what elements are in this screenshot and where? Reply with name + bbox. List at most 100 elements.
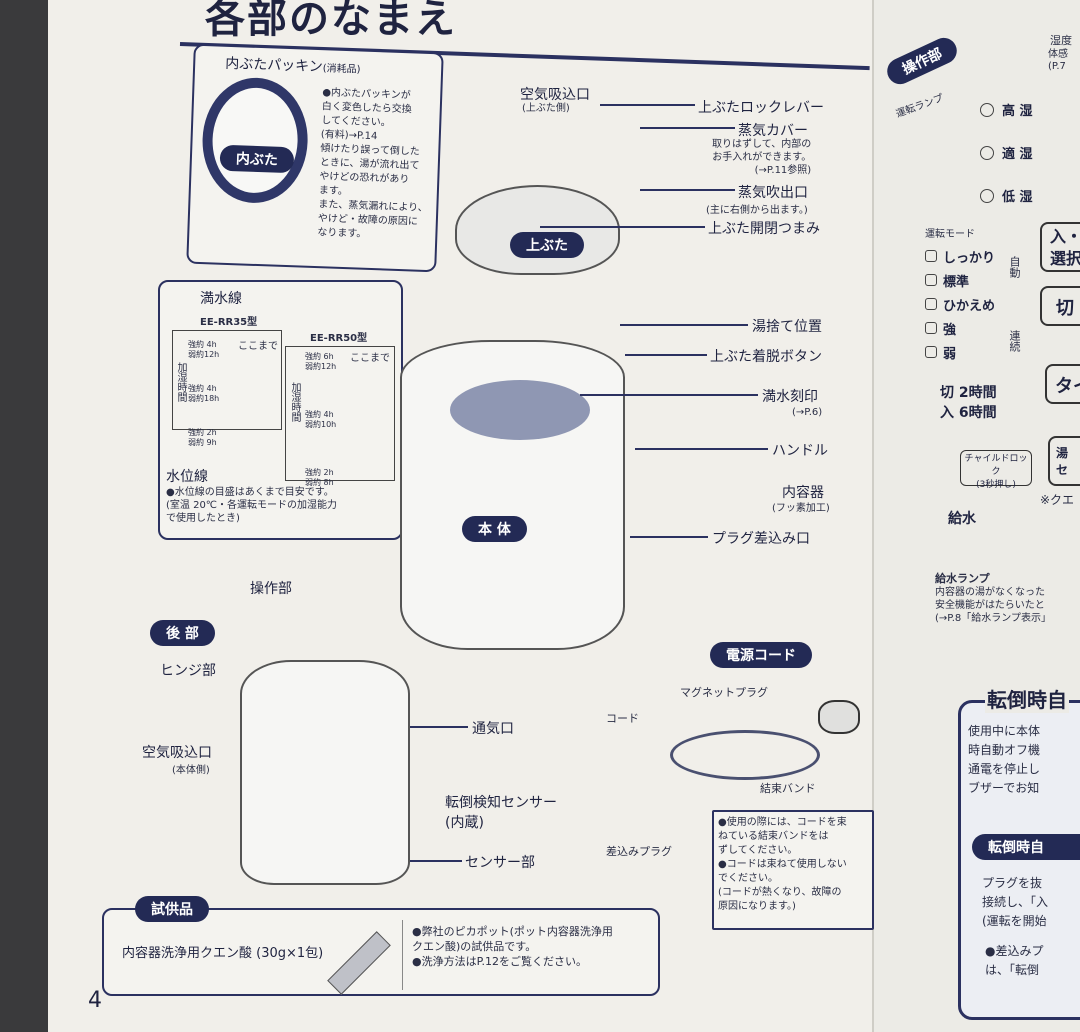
tip-over-sub-text: プラグを抜接続し、「入(運転を開始 bbox=[982, 874, 1048, 931]
text-line: 時自動オフ機 bbox=[968, 743, 1041, 757]
humidity-set-button[interactable]: 湯セ bbox=[1048, 436, 1080, 486]
water-lamp-label: 給水ランプ bbox=[935, 572, 990, 585]
note-line: 内容器の湯がなくなった bbox=[935, 587, 1045, 598]
note-line: ねている結束バンドをは bbox=[718, 831, 829, 842]
leader-line bbox=[410, 726, 468, 728]
model-35-panel bbox=[172, 330, 282, 430]
vent-label: 通気口 bbox=[472, 721, 514, 737]
handle-label: ハンドル bbox=[772, 443, 828, 459]
sample-notes: ●弊社のピカポット(ポット内容器洗浄用クエン酸)の試供品です。●洗浄方法はP.1… bbox=[412, 924, 613, 969]
humidity-level: 高 湿 bbox=[980, 100, 1033, 119]
mode-label: 標準 bbox=[943, 274, 970, 290]
note-line: ●コードは束ねて使用しない bbox=[718, 859, 847, 870]
sample-item: 内容器洗浄用クエン酸 (30g×1包) bbox=[122, 946, 324, 961]
note-line: 安全機能がはたらいたと bbox=[935, 600, 1045, 611]
plug-label: 差込みプラグ bbox=[606, 845, 672, 858]
timer-button[interactable]: タイ bbox=[1045, 364, 1080, 404]
humidity-level: 低 湿 bbox=[980, 186, 1033, 205]
note-line: 取りはずして、内部の bbox=[712, 139, 812, 150]
time-value: 強約 4h bbox=[305, 410, 334, 419]
main-body-illustration bbox=[400, 340, 625, 650]
time-value: 弱約12h bbox=[188, 350, 220, 359]
inner-lid-illustration bbox=[200, 76, 310, 205]
inner-container-illustration bbox=[450, 380, 590, 440]
mode-label: しっかり bbox=[943, 250, 996, 266]
air-intake-lid-note: (上ぶた側) bbox=[522, 103, 570, 114]
rear-air-intake-note: (本体側) bbox=[172, 765, 210, 776]
steam-cover-note: 取りはずして、内部のお手入れができます。(→P.11参照) bbox=[712, 138, 811, 177]
note-line: ●使用の際には、コードを束 bbox=[718, 817, 847, 828]
top-lid-illustration bbox=[455, 185, 620, 275]
steam-outlet-note: (主に右側から出ます。) bbox=[706, 205, 808, 216]
leader-line bbox=[630, 536, 708, 538]
water-line-label: 水位線 bbox=[166, 469, 208, 485]
dump-position-label: 湯捨て位置 bbox=[752, 319, 822, 335]
tip-over-title: 転倒時自 bbox=[985, 684, 1069, 713]
leader-line bbox=[620, 324, 748, 326]
open-knob-label: 上ぶた開閉つまみ bbox=[708, 221, 820, 237]
inner-lid-packing-label: 内ぶたパッキン bbox=[224, 55, 324, 76]
note-line: で使用したとき) bbox=[166, 513, 240, 524]
mode-list: しっかり標準ひかえめ強弱 bbox=[925, 244, 995, 364]
leader-line bbox=[625, 354, 707, 356]
humidify-time-label-50: 加湿時間 bbox=[289, 382, 300, 422]
lamp-icon bbox=[980, 102, 994, 117]
hinge-label: ヒンジ部 bbox=[160, 663, 216, 679]
band-label: 結束バンド bbox=[760, 782, 816, 795]
note-line: お手入れができます。 bbox=[712, 152, 812, 163]
humidity-level-label: 高 湿 bbox=[1002, 104, 1033, 119]
text-line: (運転を開始 bbox=[982, 914, 1047, 928]
time-value: 強約 4h bbox=[188, 384, 217, 393]
lock-lever-label: 上ぶたロックレバー bbox=[698, 100, 824, 116]
model-50-mark: ここまで bbox=[350, 353, 390, 364]
timer-on-6h: 入 6時間 bbox=[940, 405, 997, 421]
time-value: 弱約 8h bbox=[305, 478, 334, 487]
time-value: 強約 4h bbox=[188, 340, 217, 349]
inner-container-label: 内容器 bbox=[782, 485, 824, 501]
tip-over-sub-badge: 転倒時自 bbox=[972, 834, 1080, 860]
time-value: 弱約18h bbox=[188, 394, 220, 403]
water-level-notes: ●水位線の目盛はあくまで目安です。(室温 20℃・各運転モードの加湿能力で使用し… bbox=[166, 486, 337, 525]
cord-label: コード bbox=[606, 712, 639, 725]
text-line: 接続し、「入 bbox=[982, 895, 1049, 909]
full-line-label: 満水線 bbox=[200, 291, 242, 307]
child-lock-button[interactable]: チャイルドロック(3秒押し) bbox=[960, 450, 1032, 490]
water-lamp-notes: 内容器の湯がなくなった安全機能がはたらいたと(→P.8「給水ランプ表示」 bbox=[935, 586, 1051, 625]
on-select-button[interactable]: 入・選択 bbox=[1040, 222, 1080, 272]
leader-line bbox=[635, 448, 768, 450]
off-button[interactable]: 切 bbox=[1040, 286, 1080, 326]
air-intake-lid-label: 空気吸込口 bbox=[520, 87, 590, 103]
note-line: でください。 bbox=[718, 873, 778, 884]
inner-lid-box: 内ぶたパッキン(消耗品) 内ぶた ●内ぶたパッキンが白く変色したら交換してくださ… bbox=[186, 43, 444, 273]
power-cord-badge: 電源コード bbox=[710, 642, 812, 668]
leader-line bbox=[410, 860, 462, 862]
rear-air-intake-label: 空気吸込口 bbox=[142, 745, 212, 761]
mode-item: 標準 bbox=[925, 268, 995, 292]
control-label: 操作部 bbox=[250, 581, 292, 597]
mode-item: 弱 bbox=[925, 340, 995, 364]
lamp-icon bbox=[925, 298, 937, 310]
time-value: 弱約12h bbox=[305, 362, 337, 371]
humidity-note-1: 体感 bbox=[1048, 49, 1068, 60]
select-button-label: 選択 bbox=[1050, 249, 1080, 268]
lamp-icon bbox=[925, 346, 937, 358]
mode-title: 運転モード bbox=[925, 229, 975, 240]
magnet-plug-illustration bbox=[818, 700, 860, 734]
leader-line bbox=[540, 226, 705, 228]
cord-illustration bbox=[670, 730, 820, 780]
tip-sensor-label: 転倒検知センサー bbox=[445, 795, 557, 811]
top-lid-badge: 上ぶた bbox=[510, 232, 584, 258]
mode-label: ひかえめ bbox=[943, 298, 996, 314]
inner-lid-badge: 内ぶた bbox=[219, 144, 295, 174]
steam-cover-label: 蒸気カバー bbox=[738, 123, 808, 139]
text-line: ブザーでお知 bbox=[968, 781, 1040, 795]
humidity-label: 湿度 bbox=[1050, 34, 1072, 47]
note-line: クエン酸)の試供品です。 bbox=[412, 940, 537, 953]
lamp-icon bbox=[925, 322, 937, 334]
model-35-name: EE-RR35型 bbox=[200, 317, 258, 328]
